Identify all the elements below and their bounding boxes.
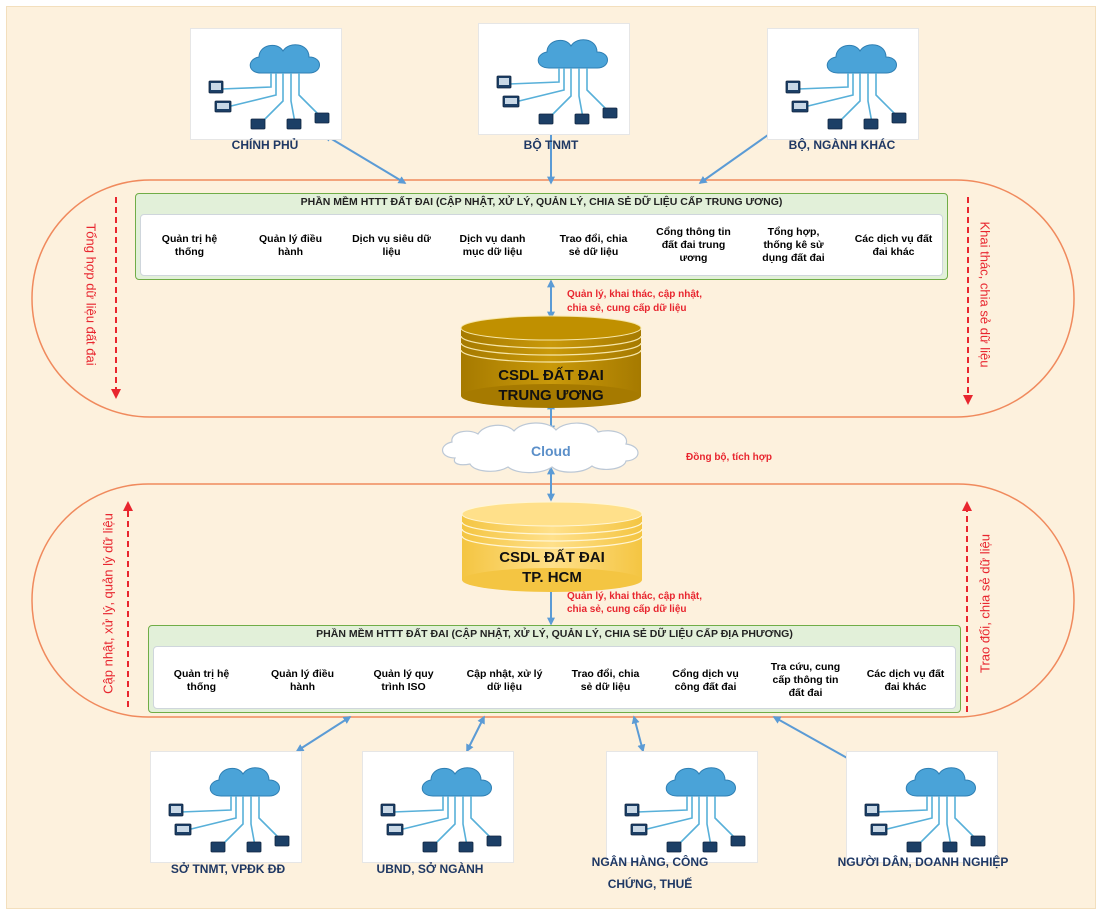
node-label-bo-tnmt: BỘ TNMT — [523, 138, 579, 152]
local-flow-label-1: Quản lý, khai thác, cập nhật, — [567, 591, 703, 602]
central-db-title-1: CSDL ĐẤT ĐAI — [498, 367, 604, 384]
side-label-cap-nhat: Cập nhật, xử lý, quản lý dữ liệu — [100, 513, 116, 694]
node-label-ngan-hang: NGÂN HÀNG, CÔNG CHỨNG, THUẾ — [591, 855, 709, 891]
network-cloud-icon — [150, 751, 302, 863]
central-software-panel: PHẦN MỀM HTTT ĐẤT ĐAI (CẬP NHẬT, XỬ LÝ, … — [135, 193, 948, 280]
central-module: Dịch vụ danh mục dữ liệu — [459, 232, 526, 258]
local-software-panel: PHẦN MỀM HTTT ĐẤT ĐAI (CẬP NHẬT, XỬ LÝ, … — [148, 625, 961, 713]
central-module: Cổng thông tin đất đai trung ương — [656, 226, 731, 264]
local-module: Các dịch vụ đất đai khác — [866, 667, 945, 693]
node-label-bo-nganh-khac: BỘ, NGÀNH KHÁC — [788, 138, 896, 152]
central-module: Các dịch vụ đất đai khác — [854, 232, 933, 258]
side-label-tong-hop: Tổng hợp dữ liệu đất đai — [83, 223, 99, 366]
central-module: Trao đổi, chia sẻ dữ liệu — [559, 232, 628, 258]
local-module: Quản lý quy trình ISO — [373, 667, 434, 693]
link-chinh-phu — [323, 134, 407, 184]
network-cloud-icon — [846, 751, 998, 863]
sync-label: Đồng bộ, tích hợp — [686, 452, 772, 463]
side-label-khai-thac: Khai thác, chia sẻ dữ liệu — [977, 221, 993, 368]
side-label-trao-doi: Trao đổi, chia sẻ dữ liệu — [977, 534, 993, 674]
local-software-title: PHẦN MỀM HTTT ĐẤT ĐAI (CẬP NHẬT, XỬ LÝ, … — [316, 628, 793, 640]
network-cloud-icon — [478, 23, 630, 135]
node-label-ubnd: UBND, SỞ NGÀNH — [376, 862, 484, 876]
central-db-title-2: TRUNG ƯƠNG — [498, 387, 604, 404]
link-ngan-hang — [631, 715, 646, 753]
central-module: Quản trị hệ thống — [161, 232, 218, 258]
network-cloud-icon — [606, 751, 758, 863]
link-ubnd — [466, 715, 485, 753]
central-flow-label-2: chia sẻ, cung cấp dữ liệu — [567, 303, 687, 314]
link-so-tnmt — [295, 716, 352, 752]
link-bo-nganh — [698, 129, 777, 184]
local-module: Trao đổi, chia sẻ dữ liệu — [571, 667, 640, 693]
central-module: Tổng hợp, thống kê sử dụng đất đai — [762, 226, 825, 264]
local-database-icon — [461, 501, 643, 592]
central-module: Dịch vụ siêu dữ liệu — [352, 232, 431, 258]
central-module-tray — [140, 214, 943, 276]
node-label-so-tnmt: SỞ TNMT, VPĐK ĐĐ — [170, 862, 286, 876]
local-flow-label-2: chia sẻ, cung cấp dữ liệu — [567, 604, 687, 615]
central-module: Quản lý điều hành — [258, 232, 322, 258]
local-module: Quản lý điều hành — [270, 667, 334, 693]
cloud-label: Cloud — [531, 443, 571, 459]
cloud-icon — [442, 422, 639, 474]
local-module: Quản trị hệ thống — [173, 667, 230, 693]
local-db-title-1: CSDL ĐẤT ĐAI — [499, 549, 605, 566]
network-cloud-icon — [767, 28, 919, 140]
central-flow-label-1: Quản lý, khai thác, cập nhật, — [567, 289, 703, 300]
node-label-nguoi-dan: NGƯỜI DÂN, DOANH NGHIỆP — [837, 855, 1009, 869]
local-db-title-2: TP. HCM — [522, 569, 582, 586]
local-module: Tra cứu, cung cấp thông tin đất đai — [770, 661, 841, 699]
local-module-tray — [153, 646, 956, 709]
network-cloud-icon — [362, 751, 514, 863]
central-software-title: PHẦN MỀM HTTT ĐẤT ĐAI (CẬP NHẬT, XỬ LÝ, … — [300, 196, 783, 208]
central-database-icon — [460, 315, 642, 408]
local-module: Cổng dịch vụ công đất đai — [672, 667, 739, 693]
local-module: Cập nhật, xử lý dữ liệu — [466, 667, 543, 693]
network-cloud-icon — [190, 28, 342, 140]
node-label-chinh-phu: CHÍNH PHỦ — [231, 138, 299, 152]
